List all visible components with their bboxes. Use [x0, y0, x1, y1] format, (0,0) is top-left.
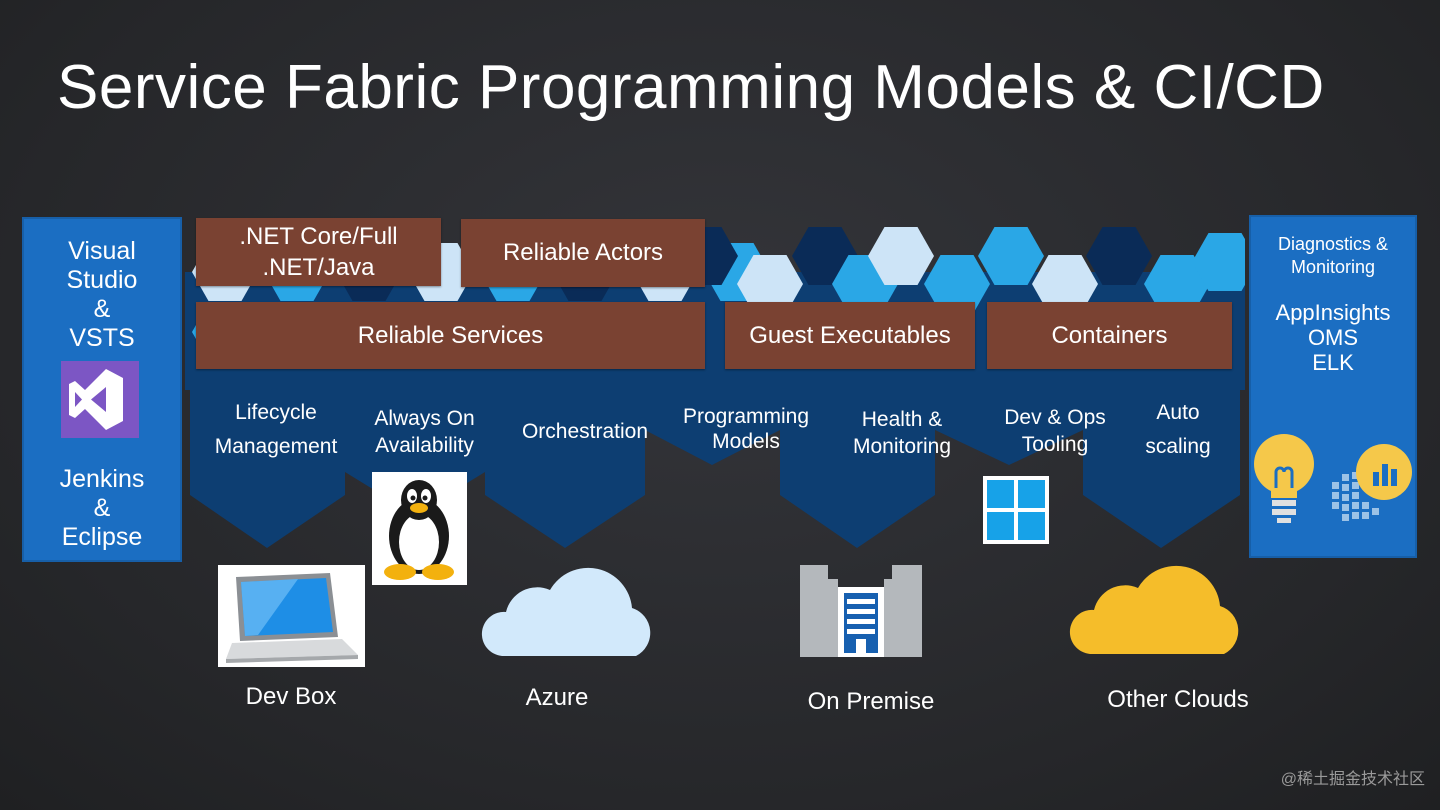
building-icon — [800, 565, 922, 657]
analytics-icon — [1332, 444, 1412, 521]
containers-box: Containers — [987, 302, 1232, 369]
tooling-panel-bottom-text: Jenkins & Eclipse — [59, 465, 145, 551]
visual-studio-icon — [61, 361, 139, 438]
dev-box-label: Dev Box — [245, 683, 337, 710]
azure-label: Azure — [525, 684, 589, 711]
capability-availability: Always On Availability — [374, 407, 475, 457]
linux-penguin-icon — [372, 472, 467, 585]
net-box-line2: .NET/Java — [262, 254, 375, 281]
reliable-services-box: Reliable Services — [196, 302, 705, 369]
capability-lifecycle: Lifecycle Management — [214, 401, 338, 458]
lightbulb-icon — [1254, 434, 1314, 523]
diagnostics-panel-tools: AppInsights OMS ELK — [1275, 300, 1391, 375]
net-box-line1: .NET Core/Full — [239, 223, 398, 250]
cloud-icon — [481, 567, 651, 656]
capability-orchestration: Orchestration — [521, 420, 649, 443]
capability-pillars — [190, 380, 1240, 548]
windows-icon — [983, 476, 1049, 544]
capability-programming-models: Programming Models — [682, 405, 810, 453]
other-clouds-label: Other Clouds — [1107, 686, 1249, 713]
tooling-panel-top-text: Visual Studio & VSTS — [66, 237, 138, 352]
net-box: .NET Core/Full .NET/Java — [196, 218, 441, 286]
guest-executables-box: Guest Executables — [725, 302, 975, 369]
laptop-icon — [218, 565, 365, 667]
slide-title: Service Fabric Programming Models & CI/C… — [57, 53, 1325, 122]
on-premise-label: On Premise — [807, 688, 935, 715]
capability-health: Health & Monitoring — [852, 408, 952, 458]
diagnostics-panel-heading: Diagnostics & Monitoring — [1277, 234, 1389, 277]
reliable-actors-box: Reliable Actors — [461, 219, 705, 287]
watermark: @稀土掘金技术社区 — [1280, 771, 1425, 788]
cloud-icon — [1069, 565, 1239, 654]
capability-autoscaling: Auto scaling — [1145, 401, 1211, 458]
capability-devops: Dev & Ops Tooling — [1004, 406, 1106, 456]
